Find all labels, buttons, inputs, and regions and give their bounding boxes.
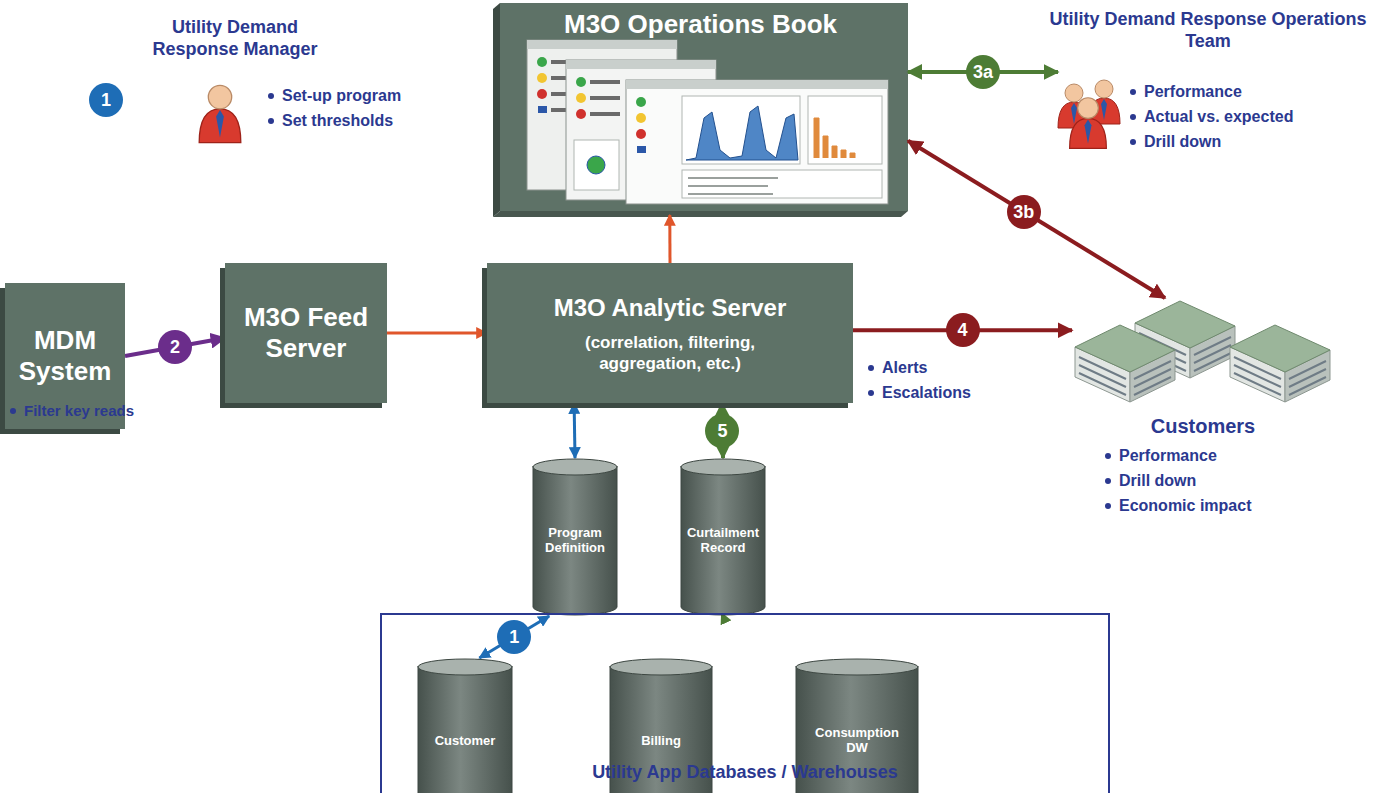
cylinder-body xyxy=(533,466,617,615)
node-detail: Set thresholds xyxy=(268,111,393,131)
alert-label: Alerts xyxy=(868,358,927,378)
node-label: Curtailment Record xyxy=(687,525,759,555)
dashboard-screenshot-part xyxy=(682,170,882,198)
callout-number: 2 xyxy=(158,330,192,364)
database-cylinder: Curtailment Record xyxy=(680,458,766,616)
dashboard-screenshot-part xyxy=(808,96,882,164)
dashboard-screenshot-part xyxy=(686,106,798,160)
dashboard-screenshot-part xyxy=(576,109,586,119)
dashboard-screenshot-part xyxy=(576,93,586,103)
callout-number: 5 xyxy=(705,414,739,448)
node-detail: Actual vs. expected xyxy=(1130,107,1293,127)
database-group-frame: Utility App Databases / Warehouses Custom… xyxy=(380,613,1110,793)
callout-number: 3a xyxy=(966,55,1000,89)
node-detail: Performance xyxy=(1105,446,1217,466)
dashboard-screenshot-part xyxy=(636,129,646,139)
connector-arrow xyxy=(479,616,549,658)
operations-team-icon-part xyxy=(1070,98,1107,149)
operations-book-slab-part xyxy=(493,211,908,217)
node-detail: Drill down xyxy=(1130,132,1221,152)
manager-person-icon xyxy=(199,85,241,142)
callout-number: 1 xyxy=(89,83,123,117)
dashboard-screenshot-part xyxy=(538,106,547,113)
dashboard-screenshot-part xyxy=(682,96,800,164)
operations-book-slab xyxy=(493,3,908,217)
node-label: Utility Demand Response Manager xyxy=(150,16,320,60)
dashboard-screenshot-part xyxy=(576,77,586,87)
node-detail: Performance xyxy=(1130,82,1242,102)
dashboard-screenshot xyxy=(527,40,888,204)
customer-group-node: CustomersPerformanceDrill downEconomic i… xyxy=(1072,298,1334,402)
node-label: Consumption DW xyxy=(803,725,911,755)
node-detail: Set-up program xyxy=(268,86,401,106)
connector-arrow xyxy=(668,215,671,263)
node-label: Program Definition xyxy=(540,525,610,555)
dashboard-screenshot-part xyxy=(587,156,605,174)
dashboard-screenshot-part xyxy=(574,140,619,190)
connector-arrow xyxy=(573,403,577,458)
dashboard-screenshot-part xyxy=(590,112,620,116)
dashboard-screenshot-part xyxy=(527,40,677,49)
node-label: Customers xyxy=(1072,414,1334,438)
customer-buildings-part xyxy=(1075,325,1175,402)
dashboard-screenshot-part xyxy=(636,97,646,107)
dashboard-screenshot-part xyxy=(814,118,855,158)
cylinder-top xyxy=(796,659,918,675)
node-label: MDM System xyxy=(13,325,117,387)
cylinder-top xyxy=(418,659,512,675)
callout-number: 1 xyxy=(497,620,531,654)
node-label: Utility App Databases / Warehouses xyxy=(382,761,1108,783)
actor-group-node: Utility Demand Response Operations TeamP… xyxy=(1058,60,1118,155)
dashboard-screenshot-part xyxy=(537,57,547,67)
manager-person-icon-part xyxy=(199,85,241,142)
operations-book-slab-part xyxy=(493,3,500,217)
system-box: MDM SystemFilter key reads xyxy=(5,283,125,429)
customer-buildings-part xyxy=(1230,325,1330,402)
cylinder-outline xyxy=(417,658,513,793)
server-box: M3O Feed Server xyxy=(225,263,387,403)
dashboard-screenshot-part xyxy=(537,73,547,83)
customer-buildings xyxy=(1075,301,1330,402)
callout-number: 3b xyxy=(1007,195,1041,229)
node-detail: Economic impact xyxy=(1105,496,1251,516)
node-label: M3O Feed Server xyxy=(233,302,379,364)
connector-arrow xyxy=(387,332,487,335)
callout-number: 4 xyxy=(946,313,980,347)
dashboard-screenshot-part xyxy=(566,60,716,69)
node-detail: Filter key reads xyxy=(10,401,134,421)
cylinder-body xyxy=(418,666,512,793)
database-cylinder: Program Definition xyxy=(532,458,618,616)
dashboard-screenshot-part xyxy=(590,80,620,84)
cylinder-top xyxy=(681,459,765,475)
node-label: M3O Operations Book xyxy=(493,9,908,39)
dashboard-screenshot-part xyxy=(590,96,620,100)
dashboard-screenshot-part xyxy=(688,178,778,194)
operations-team-icon xyxy=(1058,80,1120,148)
cylinder-top xyxy=(533,459,617,475)
dashboard-screenshot-part xyxy=(537,89,547,99)
node-label: Billing xyxy=(641,733,681,748)
node-label: Utility Demand Response Operations Team xyxy=(1038,8,1378,52)
dashboard-screenshot-part xyxy=(636,113,646,123)
node-label: M3O Analytic Server xyxy=(554,293,787,322)
cylinder-body xyxy=(681,466,765,615)
database-cylinder: Customer xyxy=(417,658,513,793)
node-detail: (correlation, filtering, aggregation, et… xyxy=(545,332,795,374)
server-box: M3O Analytic Server (correlation, filteri… xyxy=(487,263,853,403)
node-label: Customer xyxy=(435,733,496,748)
dashboard-screenshot-part xyxy=(626,80,888,204)
connector-arrow xyxy=(908,141,1165,298)
dashboard-screenshot-part xyxy=(637,146,646,153)
dashboard-screenshot-part xyxy=(626,80,888,89)
alert-label: Escalations xyxy=(868,383,971,403)
cylinder-top xyxy=(610,659,712,675)
actor-node: Utility Demand Response ManagerSet-up pr… xyxy=(190,70,250,145)
operations-book-panel: M3O Operations Book xyxy=(493,3,908,215)
node-detail: Drill down xyxy=(1105,471,1196,491)
cylinder-body xyxy=(610,666,712,793)
cylinder-body xyxy=(796,666,918,793)
